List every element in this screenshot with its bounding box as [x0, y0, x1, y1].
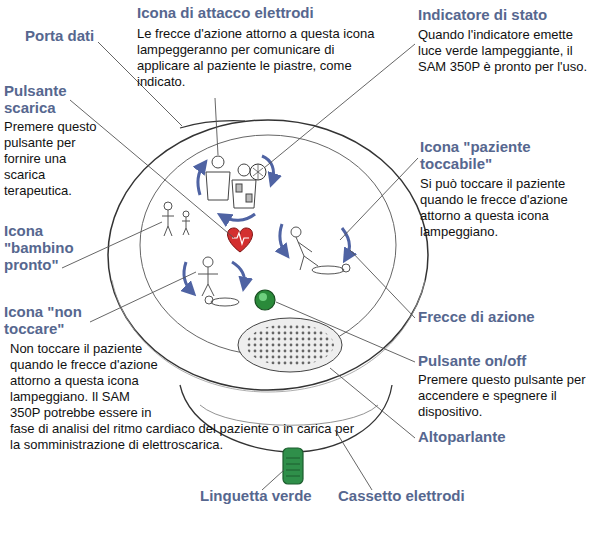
callout-heading: Pulsante on/off [418, 352, 598, 369]
figure-body [162, 210, 174, 236]
shock-button [228, 228, 253, 252]
figure-head [238, 164, 250, 176]
action-arrow [342, 228, 349, 258]
shock-symbol [232, 233, 249, 244]
callout-heading: Icona "bambino pronto" [4, 222, 82, 273]
figure-head [183, 211, 189, 217]
action-arrow [222, 214, 255, 220]
electrode-icon [206, 156, 256, 208]
button-highlight [259, 293, 267, 301]
electrode-pad [236, 184, 242, 192]
callout-heading: Icona di attacco elettrodi [137, 4, 397, 21]
callout-heading: Pulsante scarica [4, 82, 84, 116]
part-label: Altoparlante [418, 428, 598, 445]
callout-body: Non toccare il paziente quando le frecce… [10, 341, 354, 452]
part-label: Linguetta verde [200, 487, 330, 504]
callout-heading: Icona "non toccare" [4, 303, 104, 337]
callout-body-wrapper: Non toccare il paziente quando le frecce… [10, 341, 360, 453]
patient-head [205, 296, 213, 304]
part-label: Frecce di azione [418, 308, 598, 325]
part-label: Cassetto elettrodi [338, 487, 498, 504]
tab-ridge [286, 476, 300, 477]
leader-line [340, 158, 418, 240]
figure-head [291, 227, 301, 237]
figure-head [203, 257, 213, 267]
tab-ridge [286, 464, 300, 465]
patient-figure [312, 266, 344, 274]
callout-body: Quando l'indicatore emette luce verde la… [418, 27, 598, 75]
leader-line [335, 430, 372, 490]
on-off-button [255, 290, 275, 310]
part-label: Porta dati [25, 27, 115, 44]
patient-head [342, 264, 350, 272]
figure-body [198, 267, 218, 296]
figure-head [164, 202, 172, 210]
action-arrow [262, 156, 274, 182]
action-arrow [280, 224, 286, 254]
status-rays [253, 164, 263, 180]
figure-torso [232, 180, 256, 208]
callout-body: Premere questo pulsante per accendere e … [418, 372, 600, 420]
tab-ridge [286, 458, 300, 459]
leader-line [215, 98, 218, 155]
electrode-pad [246, 194, 252, 202]
tab-ridges [286, 458, 300, 476]
leader-line [276, 302, 415, 362]
child-icon [162, 202, 190, 236]
leader-line [90, 272, 196, 322]
figure-torso [206, 172, 230, 200]
tab-ridge [286, 470, 300, 471]
action-arrow [198, 164, 204, 195]
leader-line [62, 222, 162, 268]
speaker-grille [246, 324, 334, 366]
figure-head [212, 156, 224, 168]
no-touch-icon [198, 257, 239, 306]
callout-body: Premere questo pulsante per fornire una … [4, 119, 104, 199]
callout-heading: Icona "paziente toccabile" [420, 138, 560, 172]
speaker [238, 318, 342, 372]
figure-body [182, 217, 190, 235]
touchable-icon [291, 227, 350, 274]
patient-figure [211, 298, 239, 306]
callout-heading: Indicatore di stato [418, 6, 598, 23]
status-indicator [250, 164, 266, 180]
data-port [180, 121, 245, 128]
green-tab [283, 448, 303, 484]
leader-line [350, 250, 415, 318]
action-arrow [232, 262, 245, 286]
callout-body: Le frecce d'azione attorno a questa icon… [137, 26, 387, 90]
action-arrows [184, 156, 349, 292]
wrap-spacer [160, 341, 360, 421]
callout-body: Si può toccare il paziente quando le fre… [420, 176, 600, 240]
status-light [250, 164, 266, 180]
device-shell [108, 120, 428, 390]
figure-body [296, 237, 318, 270]
